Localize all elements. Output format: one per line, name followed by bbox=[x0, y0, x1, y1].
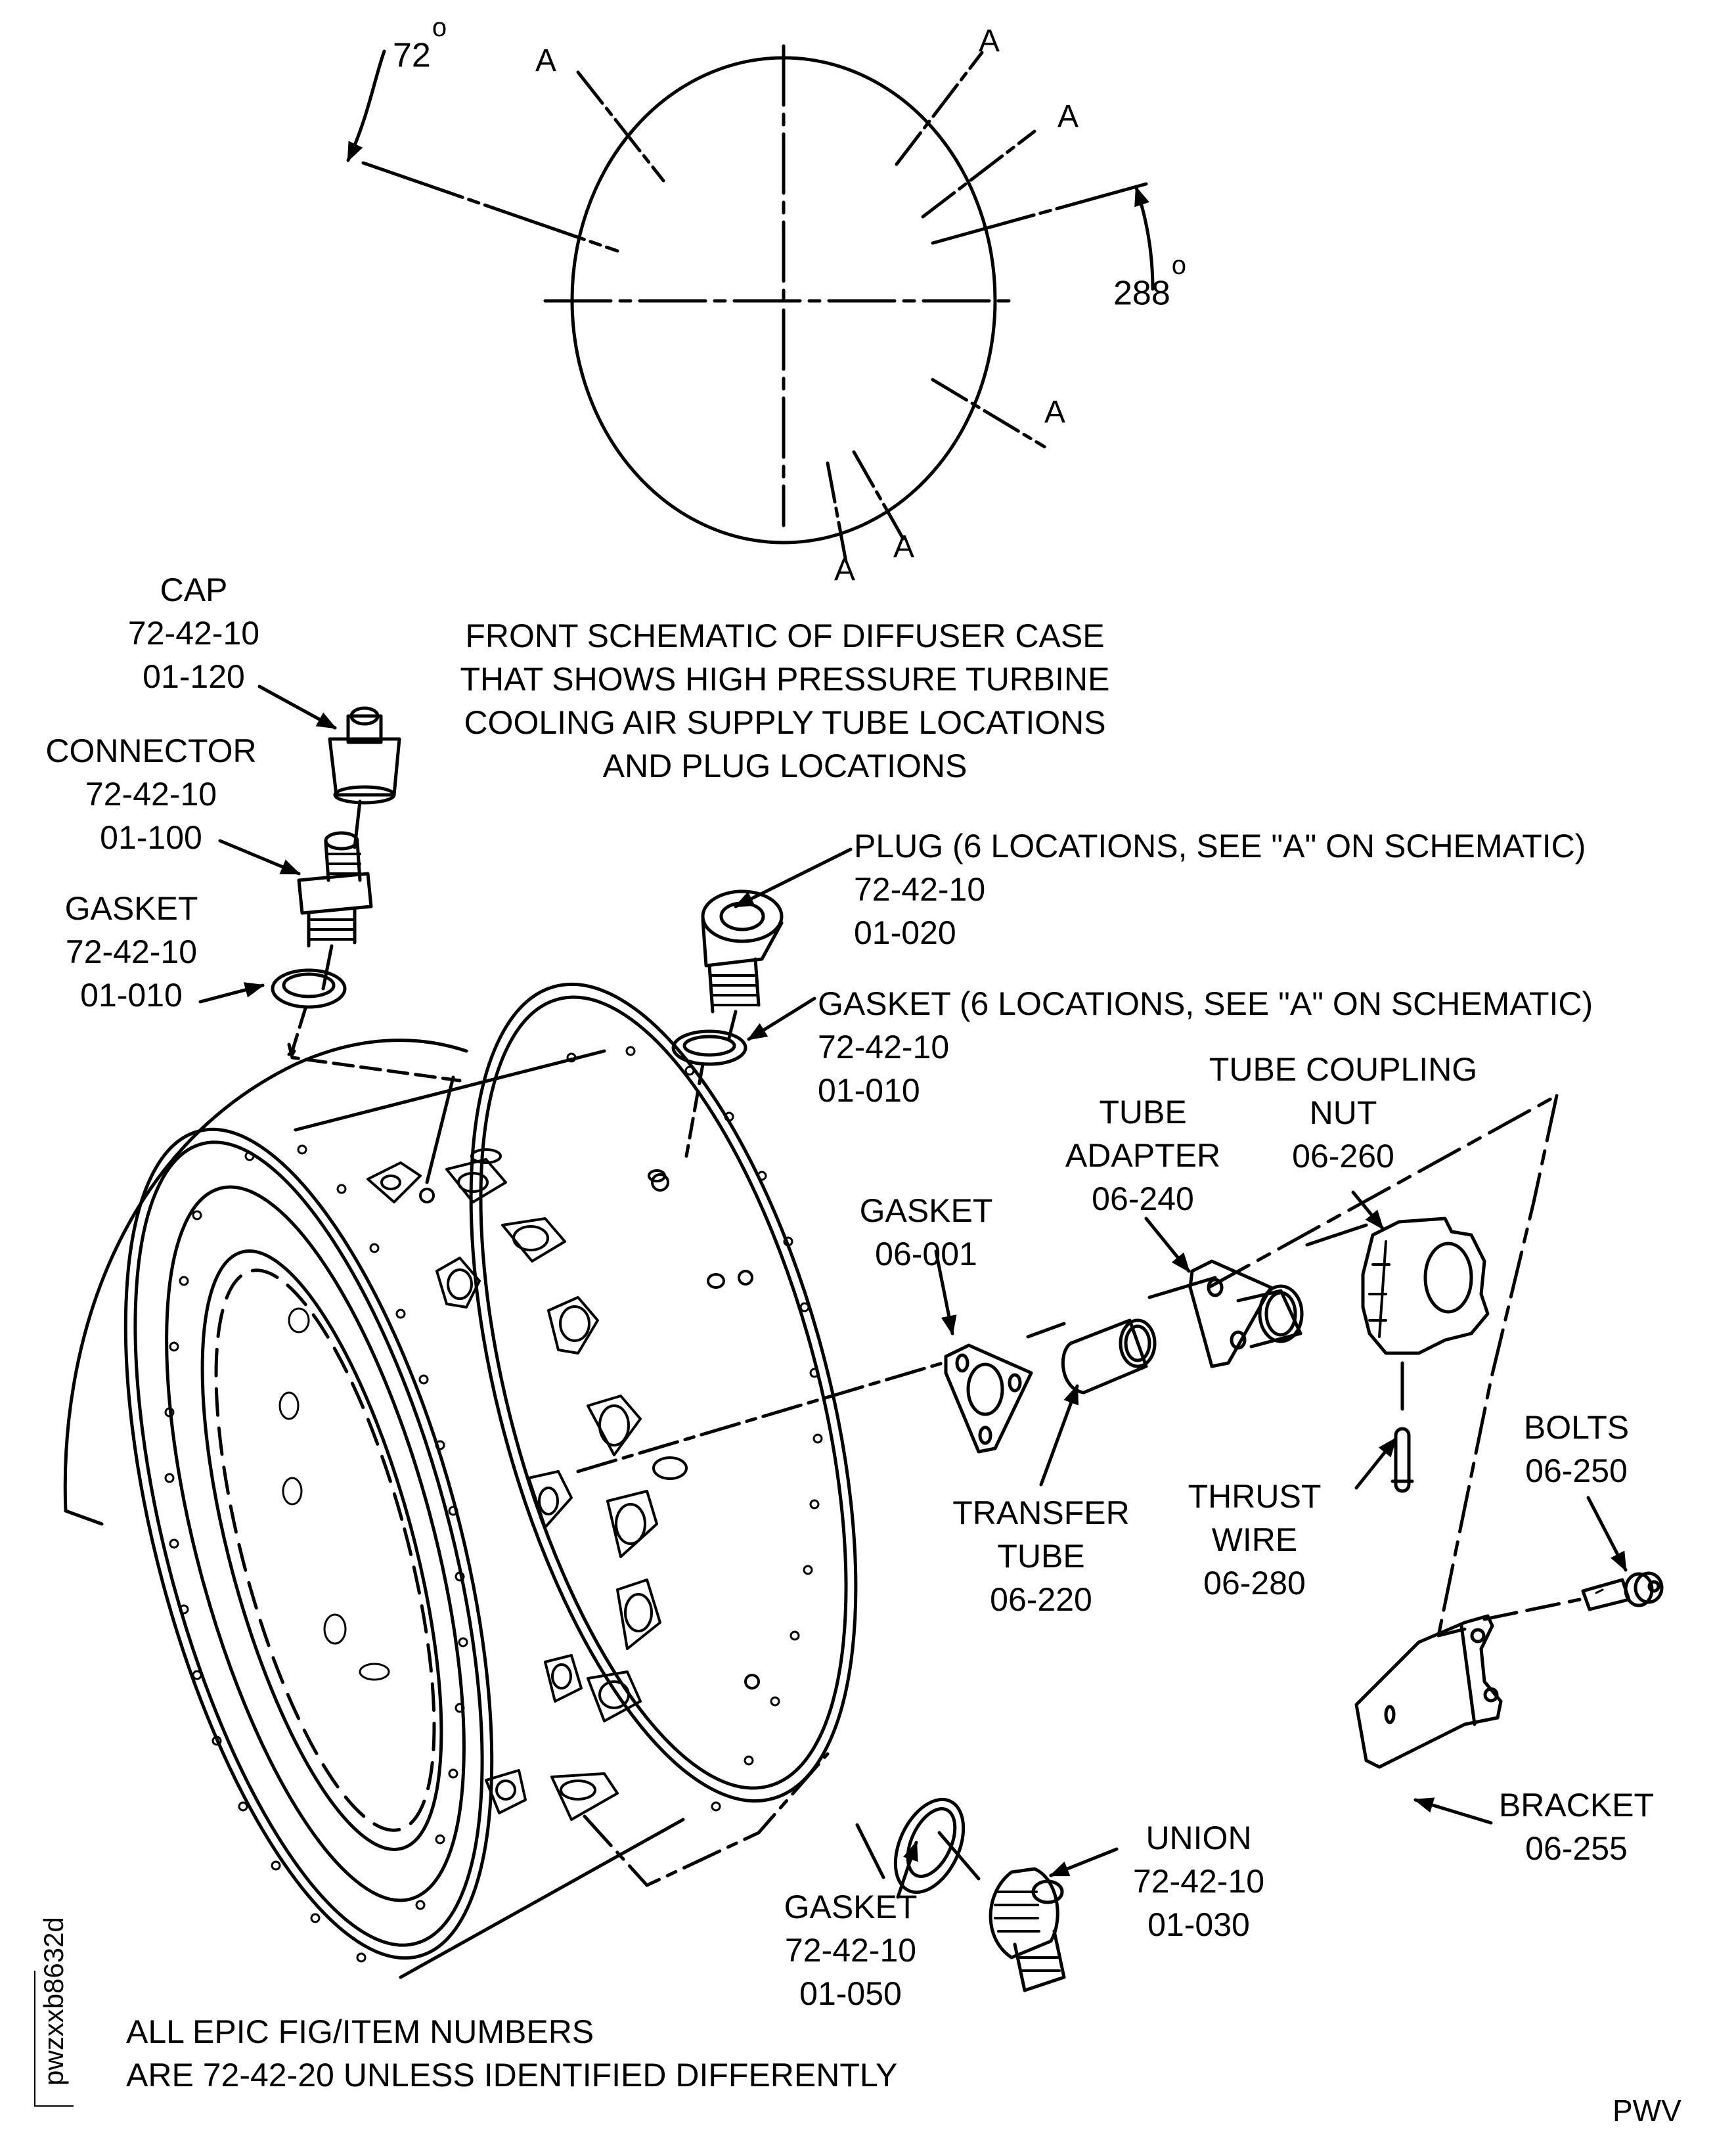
fig-number: 72-42-10 bbox=[1132, 1863, 1265, 1900]
callout-thrust-wire: THRUST WIRE 06-280 bbox=[1169, 1475, 1340, 1605]
callout-cap: CAP 72-42-10 01-120 bbox=[105, 568, 282, 698]
location-a-line bbox=[895, 51, 984, 166]
part-name: GASKET bbox=[859, 1192, 993, 1229]
callout-transfer-tube: TRANSFER TUBE 06-220 bbox=[939, 1491, 1143, 1621]
angle-value: 72 bbox=[393, 36, 431, 75]
figure-id: pwzxxb8632d bbox=[38, 1917, 69, 2086]
location-a-marker: A bbox=[979, 24, 1000, 58]
fig-number: 72-42-10 bbox=[85, 776, 217, 813]
reference-line-72 bbox=[361, 161, 619, 253]
part-name: CONNECTOR bbox=[45, 732, 257, 769]
part-name: NUT bbox=[1309, 1094, 1377, 1131]
item-number: 06-001 bbox=[875, 1236, 977, 1272]
footnote: ALL EPIC FIG/ITEM NUMBERS ARE 72-42-20 U… bbox=[126, 2010, 897, 2097]
plug-gasket-stack bbox=[671, 847, 853, 1158]
part-name: TRANSFER bbox=[952, 1494, 1130, 1531]
item-number: 01-030 bbox=[1147, 1906, 1250, 1943]
item-number: 01-020 bbox=[854, 914, 956, 951]
location-a-marker: A bbox=[535, 43, 557, 78]
location-a-line bbox=[826, 461, 848, 564]
schematic-diagram bbox=[346, 44, 1155, 564]
item-number: 06-240 bbox=[1092, 1180, 1194, 1217]
location-a-line bbox=[921, 129, 1036, 219]
callout-gasket-06-001: GASKET 06-001 bbox=[841, 1189, 1012, 1276]
callout-tube-adapter: TUBE ADAPTER 06-240 bbox=[1051, 1090, 1235, 1221]
part-name: GASKET (6 LOCATIONS, SEE "A" ON SCHEMATI… bbox=[818, 985, 1593, 1022]
schematic-title-line: AND PLUG LOCATIONS bbox=[602, 748, 968, 784]
location-a-marker: A bbox=[893, 529, 915, 564]
fig-number: 72-42-10 bbox=[127, 615, 260, 652]
part-name: PLUG (6 LOCATIONS, SEE "A" ON SCHEMATIC) bbox=[854, 828, 1586, 864]
fig-number: 72-42-10 bbox=[818, 1029, 950, 1065]
location-a-line bbox=[852, 450, 905, 541]
item-number: 06-255 bbox=[1525, 1830, 1628, 1867]
schematic-title: FRONT SCHEMATIC OF DIFFUSER CASE THAT SH… bbox=[420, 614, 1149, 788]
callout-plug: PLUG (6 LOCATIONS, SEE "A" ON SCHEMATIC)… bbox=[854, 824, 1586, 954]
item-number: 06-220 bbox=[990, 1581, 1092, 1618]
callout-gasket-01-010: GASKET 72-42-10 01-010 bbox=[36, 887, 227, 1017]
angle-label-288: 288o bbox=[1113, 251, 1186, 313]
callout-gasket-01-050: GASKET 72-42-10 01-050 bbox=[762, 1885, 939, 2015]
angle-label-72: 72o bbox=[393, 13, 447, 75]
tube-assembly bbox=[576, 1094, 1559, 1638]
callout-gasket-plug: GASKET (6 LOCATIONS, SEE "A" ON SCHEMATI… bbox=[818, 982, 1593, 1112]
item-number: 01-050 bbox=[799, 1975, 902, 2012]
fig-number: 72-42-10 bbox=[784, 1932, 917, 1969]
degree-symbol: o bbox=[1171, 251, 1187, 280]
item-number: 01-010 bbox=[80, 977, 183, 1014]
item-number: 01-100 bbox=[100, 819, 202, 856]
part-name: CAP bbox=[160, 571, 228, 608]
location-a-line bbox=[576, 70, 665, 183]
location-a-marker: A bbox=[1057, 99, 1079, 134]
figure-id-bracket bbox=[34, 1971, 74, 2107]
item-number: 06-250 bbox=[1525, 1452, 1628, 1489]
callout-connector: CONNECTOR 72-42-10 01-100 bbox=[26, 729, 276, 859]
location-a-marker: A bbox=[1044, 395, 1066, 430]
schematic-title-line: COOLING AIR SUPPLY TUBE LOCATIONS bbox=[464, 704, 1106, 741]
union-gasket bbox=[855, 1797, 1119, 1992]
part-name: UNION bbox=[1146, 1820, 1252, 1856]
arrow-288 bbox=[1134, 186, 1155, 291]
arrow-72 bbox=[346, 49, 386, 162]
fig-number: 72-42-10 bbox=[65, 933, 198, 970]
reference-line-288 bbox=[931, 182, 1148, 245]
corner-code: PWV bbox=[1613, 2094, 1681, 2128]
callout-bracket: BRACKET 06-255 bbox=[1478, 1783, 1675, 1870]
part-name: ADAPTER bbox=[1065, 1137, 1221, 1174]
item-number: 01-120 bbox=[143, 658, 245, 695]
item-number: 06-260 bbox=[1292, 1138, 1394, 1175]
part-name: TUBE bbox=[1099, 1094, 1187, 1131]
footnote-line: ARE 72-42-20 UNLESS IDENTIFIED DIFFERENT… bbox=[126, 2057, 898, 2094]
schematic-title-line: FRONT SCHEMATIC OF DIFFUSER CASE bbox=[465, 617, 1105, 654]
callout-bolts: BOLTS 06-250 bbox=[1504, 1406, 1649, 1492]
fig-number: 72-42-10 bbox=[854, 871, 986, 908]
part-name: GASKET bbox=[64, 890, 198, 927]
cap-connector-stack bbox=[198, 684, 401, 1053]
part-name: BOLTS bbox=[1523, 1409, 1630, 1446]
schematic-title-line: THAT SHOWS HIGH PRESSURE TURBINE bbox=[460, 661, 1110, 698]
part-name: BRACKET bbox=[1498, 1787, 1655, 1824]
part-name: THRUST bbox=[1188, 1478, 1322, 1515]
diffuser-case bbox=[63, 982, 858, 1979]
item-number: 06-280 bbox=[1203, 1565, 1306, 1601]
part-name: TUBE COUPLING bbox=[1209, 1051, 1478, 1088]
callout-union: UNION 72-42-10 01-030 bbox=[1110, 1816, 1287, 1946]
part-name: WIRE bbox=[1211, 1521, 1298, 1558]
location-a-marker: A bbox=[834, 552, 856, 587]
angle-value: 288 bbox=[1113, 274, 1170, 313]
item-number: 01-010 bbox=[818, 1072, 920, 1109]
part-name: TUBE bbox=[997, 1538, 1085, 1575]
location-a-line bbox=[931, 378, 1046, 449]
footnote-line: ALL EPIC FIG/ITEM NUMBERS bbox=[126, 2013, 594, 2050]
bolt-bracket bbox=[1354, 1496, 1664, 1825]
part-name: GASKET bbox=[784, 1889, 918, 1925]
callout-tube-coupling-nut: TUBE COUPLING NUT 06-260 bbox=[1195, 1048, 1491, 1178]
degree-symbol: o bbox=[432, 13, 447, 42]
